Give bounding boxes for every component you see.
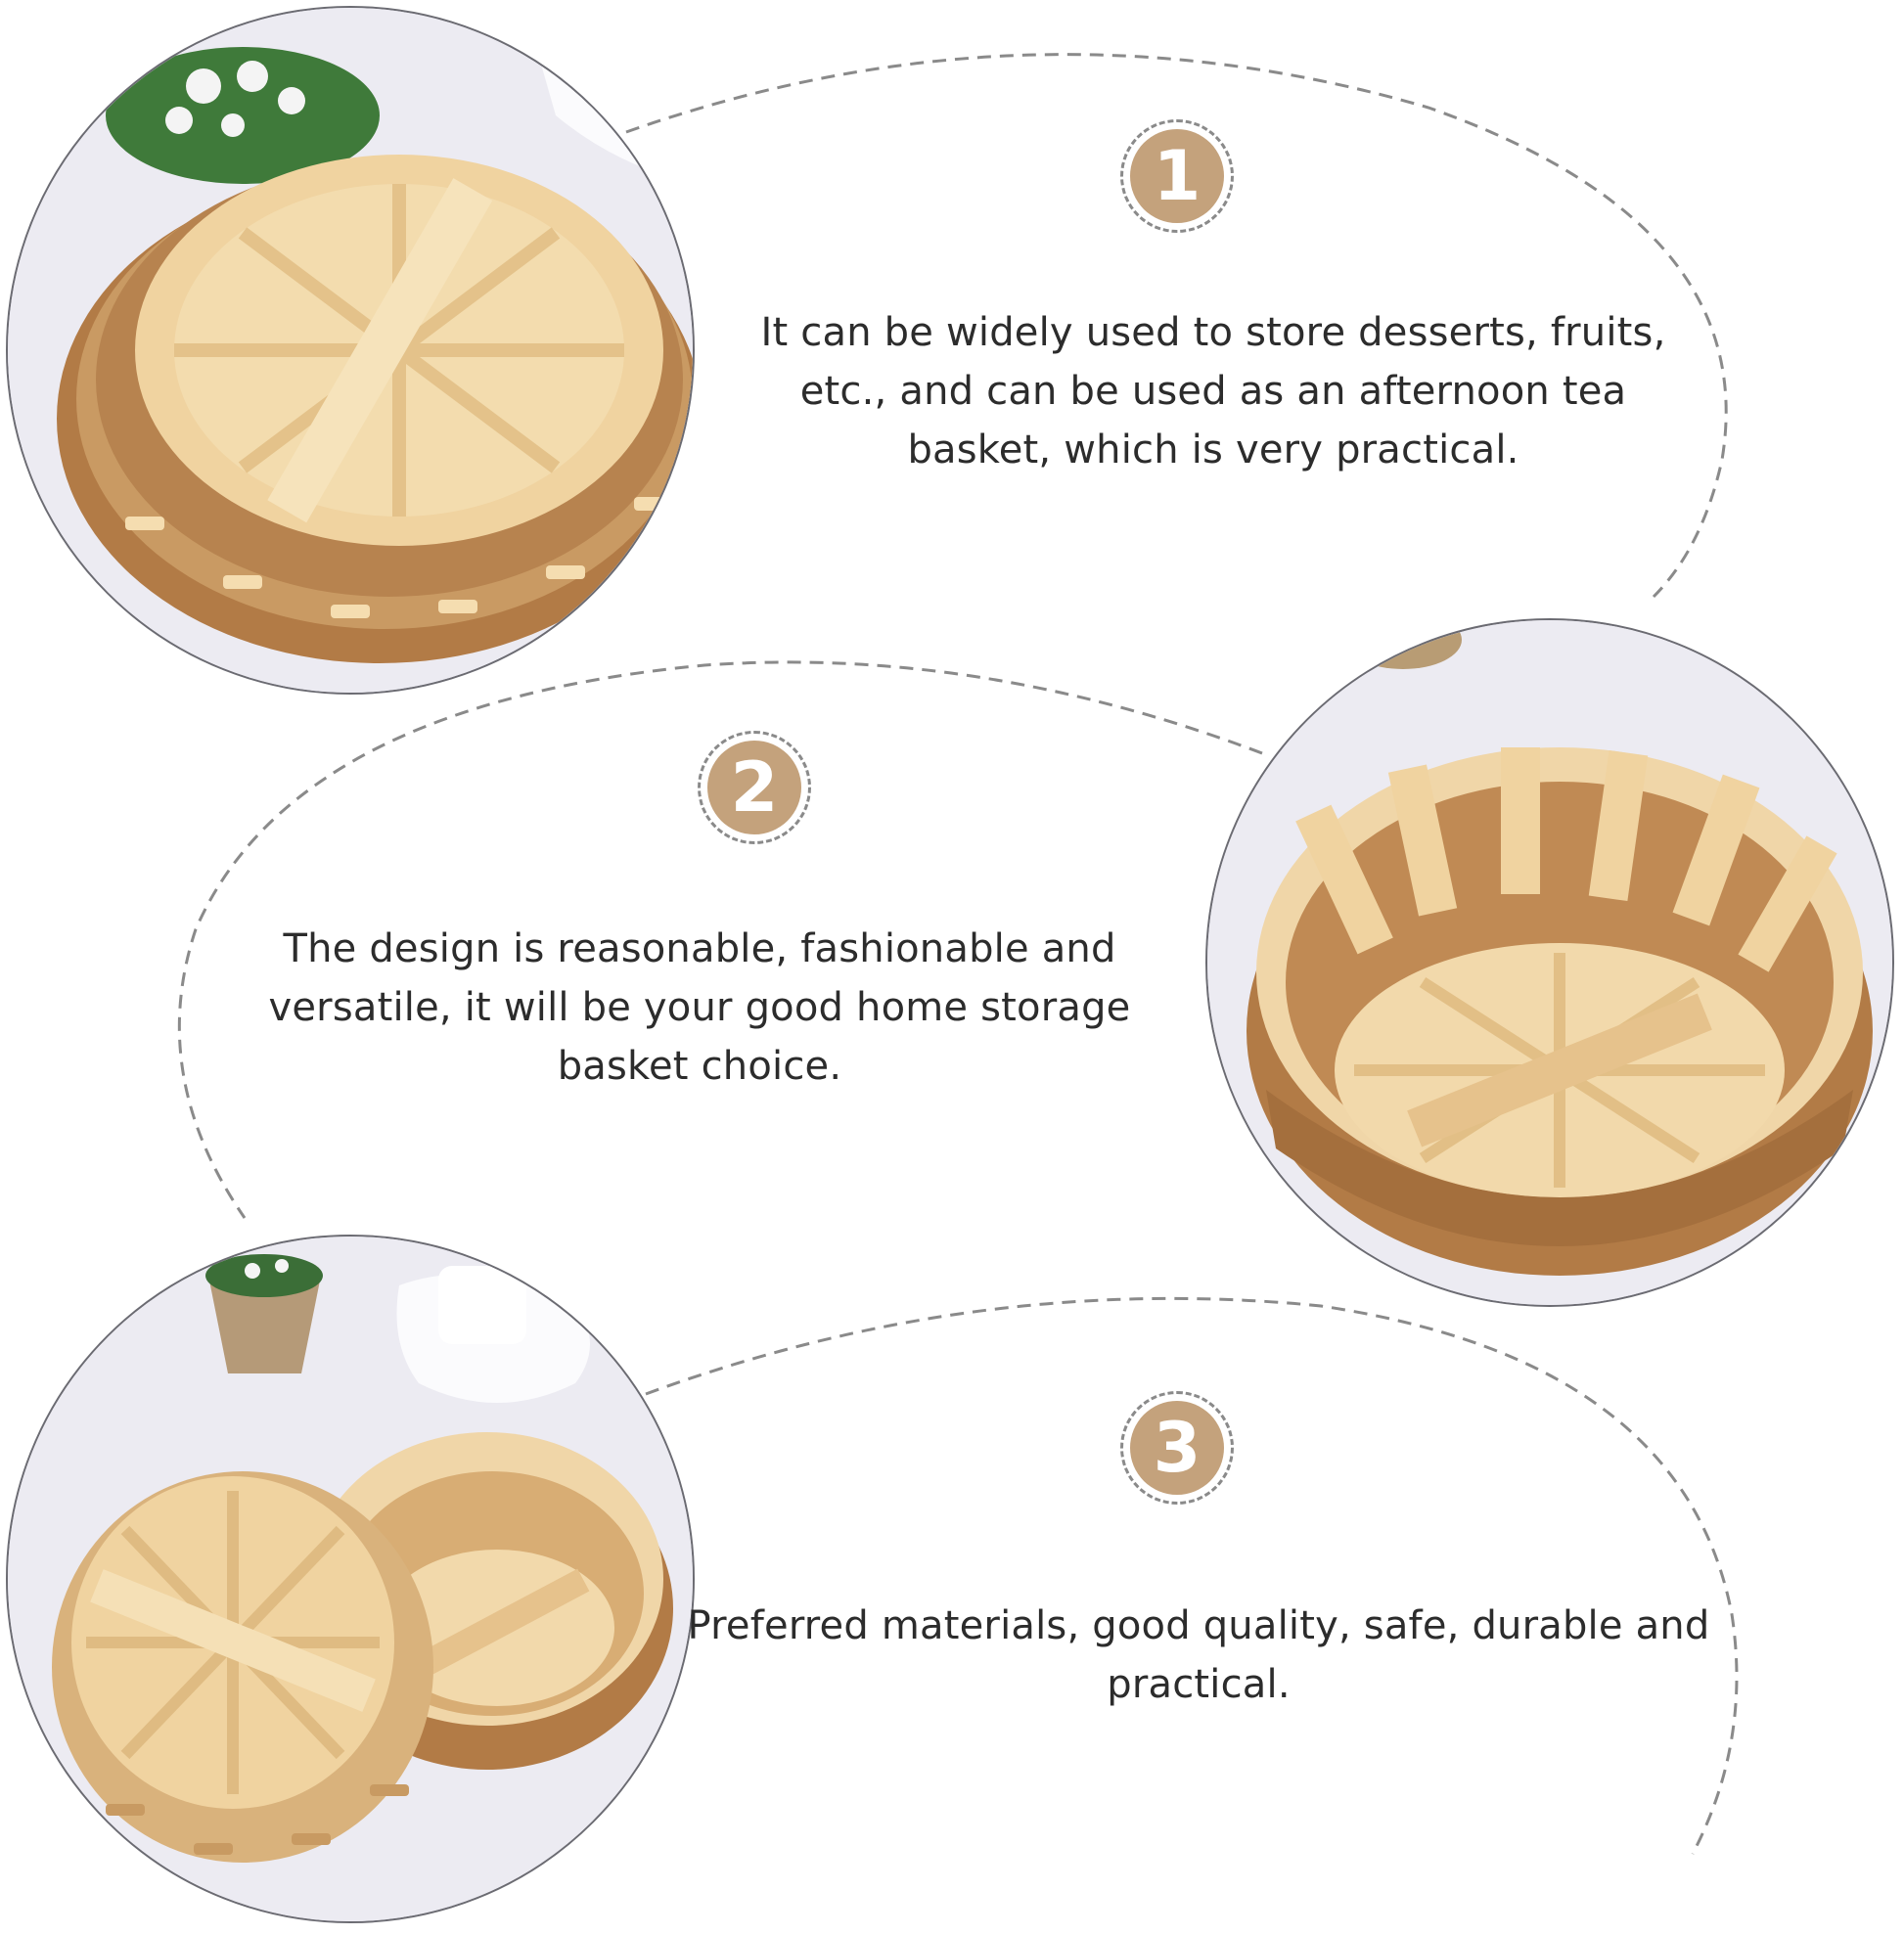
feature-caption-2: The design is reasonable, fashionable an…	[268, 926, 1131, 1089]
badge-number-3: 3	[1130, 1401, 1224, 1495]
connector-arc-2	[177, 660, 1263, 1219]
feature-caption-3: Preferred materials, good quality, safe,…	[687, 1603, 1710, 1707]
badge-number-1: 1	[1130, 129, 1224, 223]
basket-upside-down-photo	[6, 6, 695, 695]
number-badge-1: 1	[1120, 119, 1234, 233]
basket-upside-down-illustration	[8, 8, 693, 693]
connector-arc-1	[625, 53, 1728, 599]
feature-caption-1: It can be widely used to store desserts,…	[760, 310, 1666, 472]
badge-number-2: 2	[707, 741, 801, 834]
basket-open-top-photo	[1205, 618, 1894, 1307]
number-badge-2: 2	[698, 731, 811, 844]
two-baskets-illustration	[8, 1237, 693, 1921]
two-baskets-photo	[6, 1235, 695, 1923]
number-badge-3: 3	[1120, 1391, 1234, 1505]
connector-arc-3	[645, 1296, 1739, 1855]
basket-open-top-illustration	[1207, 620, 1892, 1305]
